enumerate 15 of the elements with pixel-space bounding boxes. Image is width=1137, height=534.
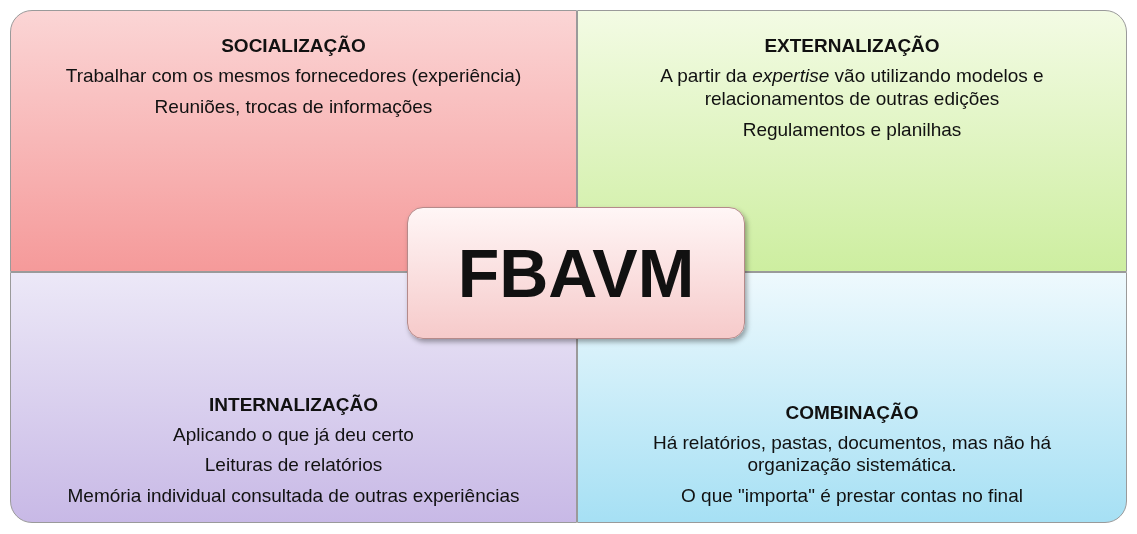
quadrant-heading: EXTERNALIZAÇÃO	[764, 35, 940, 57]
body-text: A partir da expertise vão utilizando modelos e relacionamentos de outras edições	[659, 65, 1045, 111]
quadrant-heading: INTERNALIZAÇÃO	[209, 393, 378, 416]
center-title: FBAVM	[457, 234, 695, 312]
body-text: Memória individual consultada de outras experiências	[67, 485, 520, 508]
quadrant-heading: SOCIALIZAÇÃO	[221, 35, 366, 57]
body-text: Leituras de relatórios	[204, 454, 383, 478]
center-box	[407, 207, 745, 339]
body-text: Reuniões, trocas de informações	[154, 95, 433, 119]
body-text: Aplicando o que já deu certo	[173, 423, 414, 447]
quadrant-heading: COMBINAÇÃO	[785, 401, 919, 424]
body-text: Há relatórios, pastas, documentos, mas não há organização sistemática.	[651, 431, 1053, 478]
body-text: Regulamentos e planilhas	[742, 118, 962, 142]
body-text: O que "importa" é prestar contas no final	[681, 485, 1023, 508]
body-text: Trabalhar com os mesmos fornecedores (experiência)	[65, 65, 522, 88]
